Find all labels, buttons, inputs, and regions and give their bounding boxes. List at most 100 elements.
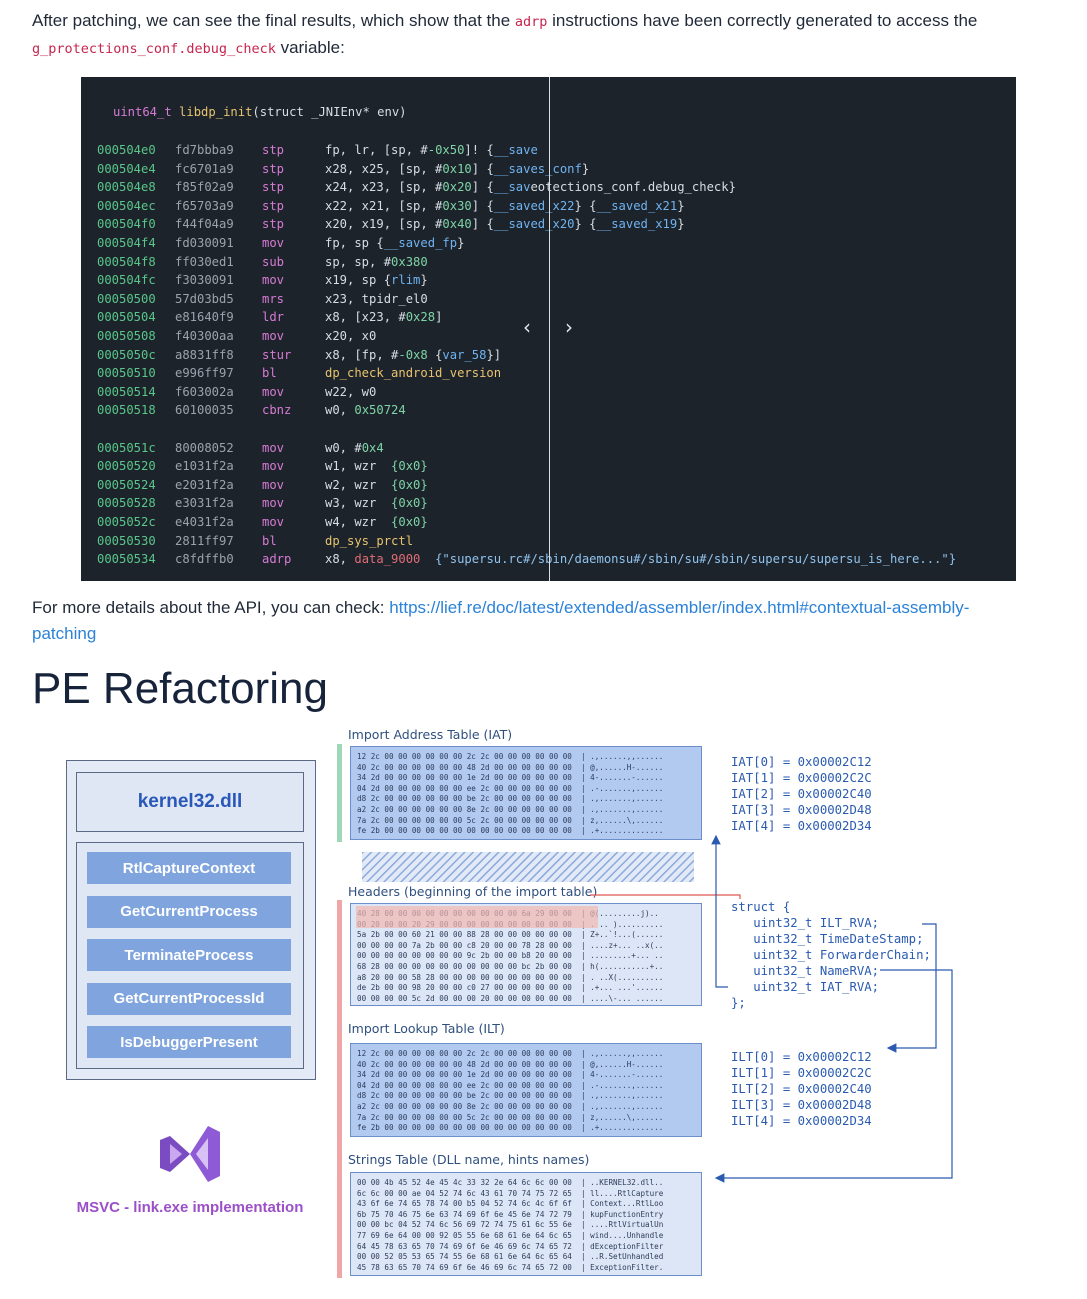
hexdump-line: d8 2c 00 00 00 00 00 00 be 2c 00 00 00 0… xyxy=(357,1091,664,1101)
code-operand-token: ] { xyxy=(471,180,494,195)
code-mnemonic: adrp xyxy=(262,552,292,567)
api-doc-link[interactable]: https://lief.re/doc/latest/extended/asse… xyxy=(389,598,970,617)
hexdump-line: 68 28 00 00 00 00 00 00 00 00 00 00 bc 2… xyxy=(357,961,664,971)
code-operands: x22, x21, [sp, #0x30] {__saved_x22} {__s… xyxy=(325,199,685,213)
code-operand-token: x22, x21, [sp, # xyxy=(325,198,443,213)
code-address: 00050534 xyxy=(97,552,156,567)
ilt-value: ILT[3] = 0x00002D48 xyxy=(731,1098,872,1112)
hexdump-line: 00 00 00 00 00 00 00 00 9c 2b 00 00 b8 2… xyxy=(357,951,664,961)
code-bytes: 2811ff97 xyxy=(175,533,234,548)
code-operand-token: w22, w0 xyxy=(325,384,377,399)
code-operand-token: {"supersu.rc#/sbin/daemonsu#/sbin/su#/sb… xyxy=(420,552,957,567)
disassembly-panel: uint64_t libdp_init(struct _JNIEnv* env)… xyxy=(81,77,1016,581)
hexdump-line: 7a 2c 00 00 00 00 00 00 5c 2c 00 00 00 0… xyxy=(357,815,664,825)
code-operands: x23, tpidr_el0 xyxy=(325,292,428,306)
code-operand-token: ] { xyxy=(471,161,494,176)
comparison-divider[interactable] xyxy=(549,77,550,581)
code-address: 000504ec xyxy=(97,198,156,213)
section-heading: PE Refactoring xyxy=(32,664,328,713)
code-address: 0005052c xyxy=(97,515,156,529)
arrow-iat-rva xyxy=(711,834,728,988)
code-operand-token: } { xyxy=(574,198,597,213)
api-doc-link-continued[interactable]: patching xyxy=(32,624,97,643)
code-bytes: 57d03bd5 xyxy=(175,291,234,306)
code-operand-token: 0x380 xyxy=(391,254,428,269)
iat-value: IAT[2] = 0x00002C40 xyxy=(731,787,872,801)
import-descriptor-struct: struct { uint32_t ILT_RVA; uint32_t Time… xyxy=(731,899,931,1011)
code-operand-token: __saves_conf xyxy=(493,161,582,176)
function-item: TerminateProcess xyxy=(87,939,291,971)
code-operand-token: }] xyxy=(486,347,502,362)
code-bytes: fd030091 xyxy=(175,236,234,250)
hexdump-line: 40 2c 00 00 00 00 00 00 48 2d 00 00 00 0… xyxy=(357,1059,664,1069)
code-address: 0005051c xyxy=(97,440,156,455)
code-operands: w4, wzr {0x0} xyxy=(325,515,428,529)
iat-value: IAT[1] = 0x00002C2C xyxy=(731,771,872,785)
strings-hexdump: 00 00 4b 45 52 4e 45 4c 33 32 2e 64 6c 6… xyxy=(350,1172,702,1276)
code-address: 00050510 xyxy=(97,366,156,381)
code-operand-token: ] xyxy=(435,310,443,325)
hexdump-line: 12 2c 00 00 00 00 00 00 2c 2c 00 00 00 0… xyxy=(357,1049,664,1058)
code-bytes: fc6701a9 xyxy=(175,161,234,176)
code-operand-token: __saved_x21 xyxy=(596,198,678,213)
code-operand-token: x28, x25, [sp, # xyxy=(325,161,443,176)
code-operand-token: x24, x23, [sp, # xyxy=(325,180,443,195)
hexdump-line: 12 2c 00 00 00 00 00 00 2c 2c 00 00 00 0… xyxy=(357,752,664,761)
code-operands: w22, w0 xyxy=(325,385,376,399)
code-bytes: f3030091 xyxy=(175,273,234,288)
hexdump-line: 34 2d 00 00 00 00 00 00 1e 2d 00 00 00 0… xyxy=(357,1070,664,1080)
code-operand-token: } xyxy=(457,236,465,250)
function-item: GetCurrentProcess xyxy=(87,895,291,928)
code-operands: x19, sp {rlim} xyxy=(325,273,428,287)
code-address: 00050524 xyxy=(97,477,156,492)
code-operands: w0, #0x4 xyxy=(325,441,384,455)
code-mnemonic: mov xyxy=(262,384,285,399)
iat-hexdump: 12 2c 00 00 00 00 00 00 2c 2c 00 00 00 0… xyxy=(350,746,702,840)
code-mnemonic: mrs xyxy=(262,291,285,306)
code-address: 00050530 xyxy=(97,533,156,548)
code-address: 000504e4 xyxy=(97,161,156,176)
code-operand-token: {0x0} xyxy=(391,459,428,474)
code-bytes: e1031f2a xyxy=(175,459,234,474)
code-operand-token: 0x4 xyxy=(361,440,384,455)
code-mnemonic: stp xyxy=(262,217,285,232)
code-operand-token: w4, wzr xyxy=(325,515,392,529)
code-address: 000504f8 xyxy=(97,254,156,269)
code-operand-token: sp, sp, # xyxy=(325,254,392,269)
intro-paragraph: After patching, we can see the final res… xyxy=(32,8,1042,62)
code-bytes: e2031f2a xyxy=(175,477,234,492)
code-operand-token: __saved_fp xyxy=(383,236,458,250)
iat-value: IAT[0] = 0x00002C12 xyxy=(731,755,872,769)
hexdump-line: a2 2c 00 00 00 00 00 00 8e 2c 00 00 00 0… xyxy=(357,1101,664,1111)
code-bytes: ff030ed1 xyxy=(175,254,234,269)
code-address: 000504f4 xyxy=(97,236,156,250)
code-address: 00050504 xyxy=(97,310,156,325)
hexdump-line: fe 2b 00 00 00 00 00 00 00 00 00 00 00 0… xyxy=(357,826,664,836)
code-operands: dp_check_android_version xyxy=(325,366,501,380)
hexdump-line: 5a 2b 00 00 60 21 00 00 88 28 00 00 00 0… xyxy=(357,930,664,940)
hatched-separator xyxy=(362,852,694,882)
iat-value: IAT[3] = 0x00002D48 xyxy=(731,803,872,817)
code-operand-token: x8, [fp, # xyxy=(325,347,399,362)
code-operand-token: 0x30 xyxy=(442,198,472,213)
code-bytes: a8831ff8 xyxy=(175,347,234,362)
struct-line: struct { xyxy=(731,900,791,914)
chevron-left-icon[interactable]: ‹ xyxy=(523,315,531,339)
code-operands: x8, data_9000 {"supersu.rc#/sbin/daemons… xyxy=(325,552,956,566)
ilt-title: Import Lookup Table (ILT) xyxy=(348,1021,505,1036)
chevron-right-icon[interactable]: › xyxy=(565,315,573,339)
import-section-bar xyxy=(337,900,342,1278)
red-arrow-headers xyxy=(590,894,741,899)
details-paragraph: For more details about the API, you can … xyxy=(32,595,1042,647)
ilt-value: ILT[1] = 0x00002C2C xyxy=(731,1066,872,1080)
hexdump-line: 40 2c 00 00 00 00 00 00 48 2d 00 00 00 0… xyxy=(357,762,664,772)
arrow-name-rva xyxy=(714,969,953,1183)
code-operand-token: w1, wzr xyxy=(325,459,392,474)
code-mnemonic: mov xyxy=(262,329,285,343)
code-bytes: fd7bbba9 xyxy=(175,143,234,157)
code-mnemonic: mov xyxy=(262,273,285,288)
code-operand-token: __sav xyxy=(493,180,531,195)
code-bytes: 60100035 xyxy=(175,403,234,418)
